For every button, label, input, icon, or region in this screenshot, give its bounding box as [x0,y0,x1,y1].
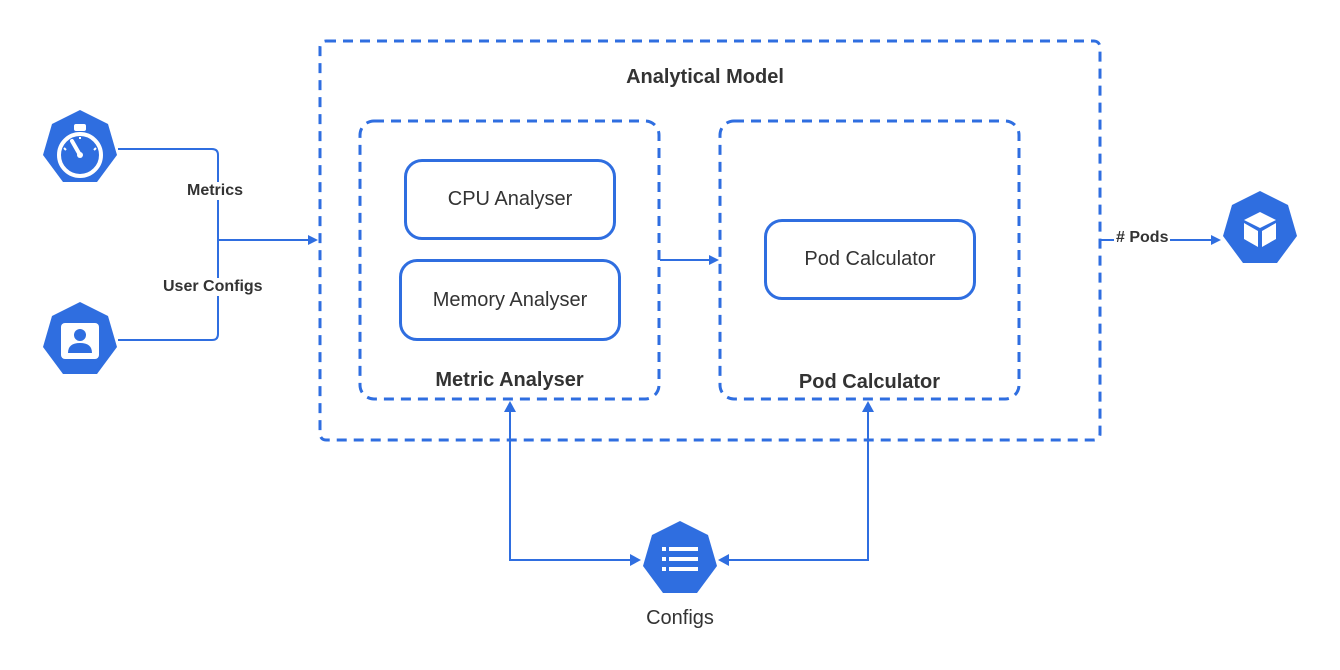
user-card-icon [43,302,117,374]
cpu-analyser-label: CPU Analyser [447,188,573,210]
configs-to-pod-calculator-arrow [722,404,869,561]
speedometer-icon [43,110,117,182]
pod-calculator-label: Pod Calculator [804,248,936,270]
cube-icon [1223,191,1297,263]
metric-analyser-container [358,119,661,401]
configs-left-arrowhead [630,554,641,566]
list-icon [643,521,717,593]
metric-analyser-title: Metric Analyser [435,369,584,391]
metrics-label: Metrics [185,182,246,200]
user-configs-connector [118,240,219,341]
user-configs-label: User Configs [161,278,265,296]
pod-calculator-arrowhead [862,401,874,412]
configs-label: Configs [646,607,714,629]
analytical-model-container [318,39,1102,442]
metrics-connector [118,148,219,240]
pod-calculator-box: Pod Calculator [764,219,976,300]
pod-calculator-title: Pod Calculator [798,371,941,393]
memory-analyser-label: Memory Analyser [432,288,588,311]
analytical-model-title: Analytical Model [626,66,784,88]
metric-analyser-arrowhead [504,401,516,412]
pods-label: # Pods [1114,229,1171,247]
cpu-analyser-box: CPU Analyser [404,159,616,240]
pod-calculator-container [718,119,1021,401]
memory-analyser-box: Memory Analyser [399,259,621,341]
configs-right-arrowhead [718,554,729,566]
configs-to-metric-analyser-arrow [509,404,638,561]
